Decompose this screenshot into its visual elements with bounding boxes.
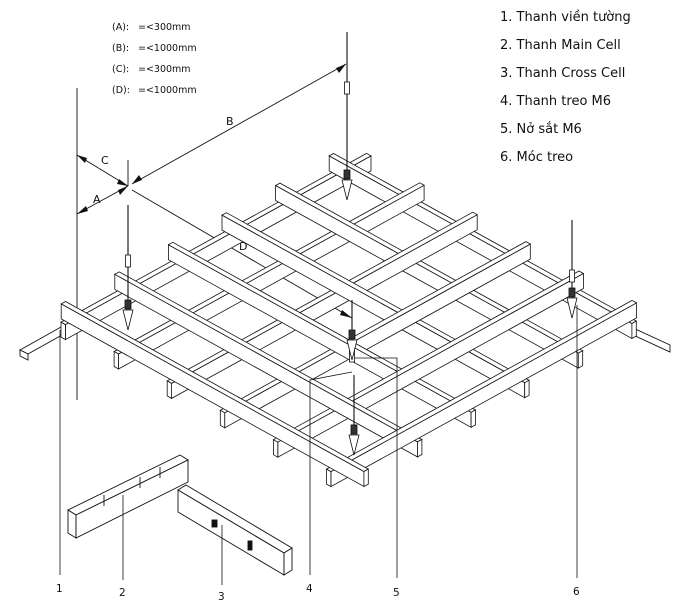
hanger-clip	[566, 297, 578, 319]
parts-legend: 1. Thanh viền tường 2. Thanh Main Cell 3…	[500, 10, 631, 165]
part-number-5: 5	[393, 587, 400, 599]
dim-c-label: (C):	[112, 64, 129, 75]
hanger-rods	[122, 32, 578, 456]
arrowhead	[117, 179, 128, 186]
main-cell-bar-end	[113, 350, 119, 370]
hanger-back	[341, 32, 353, 201]
hanger-nut	[124, 299, 132, 310]
arrowhead	[340, 310, 352, 318]
dimension-letter-c: C	[101, 154, 109, 167]
dimension-letter-labels: A C B D	[93, 115, 247, 253]
cross-cell-bar-end	[577, 350, 584, 369]
cross-cell-profile-part	[177, 484, 293, 576]
anchor-nut	[125, 254, 131, 268]
hanger-clip	[346, 339, 358, 361]
dim-b-value: =<1000mm	[138, 43, 197, 54]
dimension-letter-d: D	[239, 240, 247, 253]
part-number-2: 2	[119, 587, 126, 599]
cross-cell-bar-end	[631, 320, 637, 340]
hanger-nut	[348, 329, 356, 340]
main-cell-bar-end	[219, 409, 226, 429]
dim-d-label: (D):	[112, 85, 130, 96]
dimension-spec-list: (A): =<300mm (B): =<1000mm (C): =<300mm …	[112, 22, 197, 96]
hanger-nut	[350, 424, 358, 435]
dim-a-value: =<300mm	[138, 22, 191, 33]
main-cell-bar-end	[166, 380, 173, 400]
cross-cell-end	[283, 547, 293, 576]
main-cell-profile-part	[67, 454, 189, 539]
cross-cell-bar	[113, 271, 423, 458]
legend-item-2: 2. Thanh Main Cell	[500, 38, 621, 53]
hanger-nut	[568, 287, 576, 298]
cross-cell-clip	[247, 540, 253, 551]
cross-cell-bar-end	[524, 379, 530, 399]
dimension-letter-a: A	[93, 193, 101, 206]
hanger-nut	[343, 169, 351, 180]
dimension-b-line	[131, 63, 347, 185]
dim-c-value: =<300mm	[138, 64, 191, 75]
dim-d-value: =<1000mm	[138, 85, 197, 96]
hanger-clip	[341, 179, 353, 201]
part-number-6: 6	[573, 586, 580, 598]
main-cell-bar-end	[60, 321, 66, 341]
part-number-labels: 1 2 3 4 5 6	[56, 583, 580, 603]
main-cell-face	[75, 459, 189, 539]
leader-line-4	[309, 371, 353, 575]
hanger-clip	[122, 309, 134, 331]
hanger-left	[122, 205, 134, 331]
hanger-right	[566, 220, 578, 319]
dimension-d-line	[131, 189, 353, 319]
wall-trim-left-face	[19, 349, 29, 361]
main-cell-bar-end	[272, 439, 279, 458]
leader-line-5	[355, 357, 398, 578]
legend-item-1: 1. Thanh viền tường	[500, 10, 631, 25]
cross-cell-bar	[60, 301, 370, 488]
cross-cell-bar-end	[470, 409, 476, 428]
part-leader-lines	[59, 305, 578, 585]
cross-cell-face	[177, 489, 285, 576]
arrowhead	[77, 206, 88, 214]
main-cell-bar	[325, 299, 638, 488]
anchor-nut	[344, 81, 350, 95]
cross-cell-clip	[211, 519, 218, 528]
hanger-center	[346, 300, 358, 363]
hanger-front	[348, 375, 360, 456]
arrowhead	[336, 64, 346, 73]
legend-item-5: 5. Nở sắt M6	[500, 122, 582, 137]
main-cell-bar-end	[326, 468, 332, 488]
part-number-1: 1	[56, 583, 63, 595]
dimension-arrowheads	[77, 64, 352, 318]
part-number-4: 4	[306, 583, 313, 595]
legend-item-4: 4. Thanh treo M6	[500, 94, 611, 109]
anchor-nut	[569, 269, 575, 283]
dim-a-label: (A):	[112, 22, 129, 33]
legend-item-6: 6. Móc treo	[500, 150, 573, 165]
ceiling-grid	[60, 152, 638, 488]
cross-cell-bar-end	[417, 438, 423, 458]
part-number-3: 3	[218, 591, 225, 603]
legend-item-3: 3. Thanh Cross Cell	[500, 66, 625, 81]
hanger-clip	[348, 434, 360, 456]
arrowhead	[118, 186, 128, 195]
cross-cell-bar-end	[363, 468, 369, 488]
main-cell-end	[67, 509, 77, 539]
arrowhead	[77, 155, 87, 163]
arrowhead	[132, 175, 142, 184]
dimension-letter-b: B	[226, 115, 234, 128]
dim-b-label: (B):	[112, 43, 129, 54]
